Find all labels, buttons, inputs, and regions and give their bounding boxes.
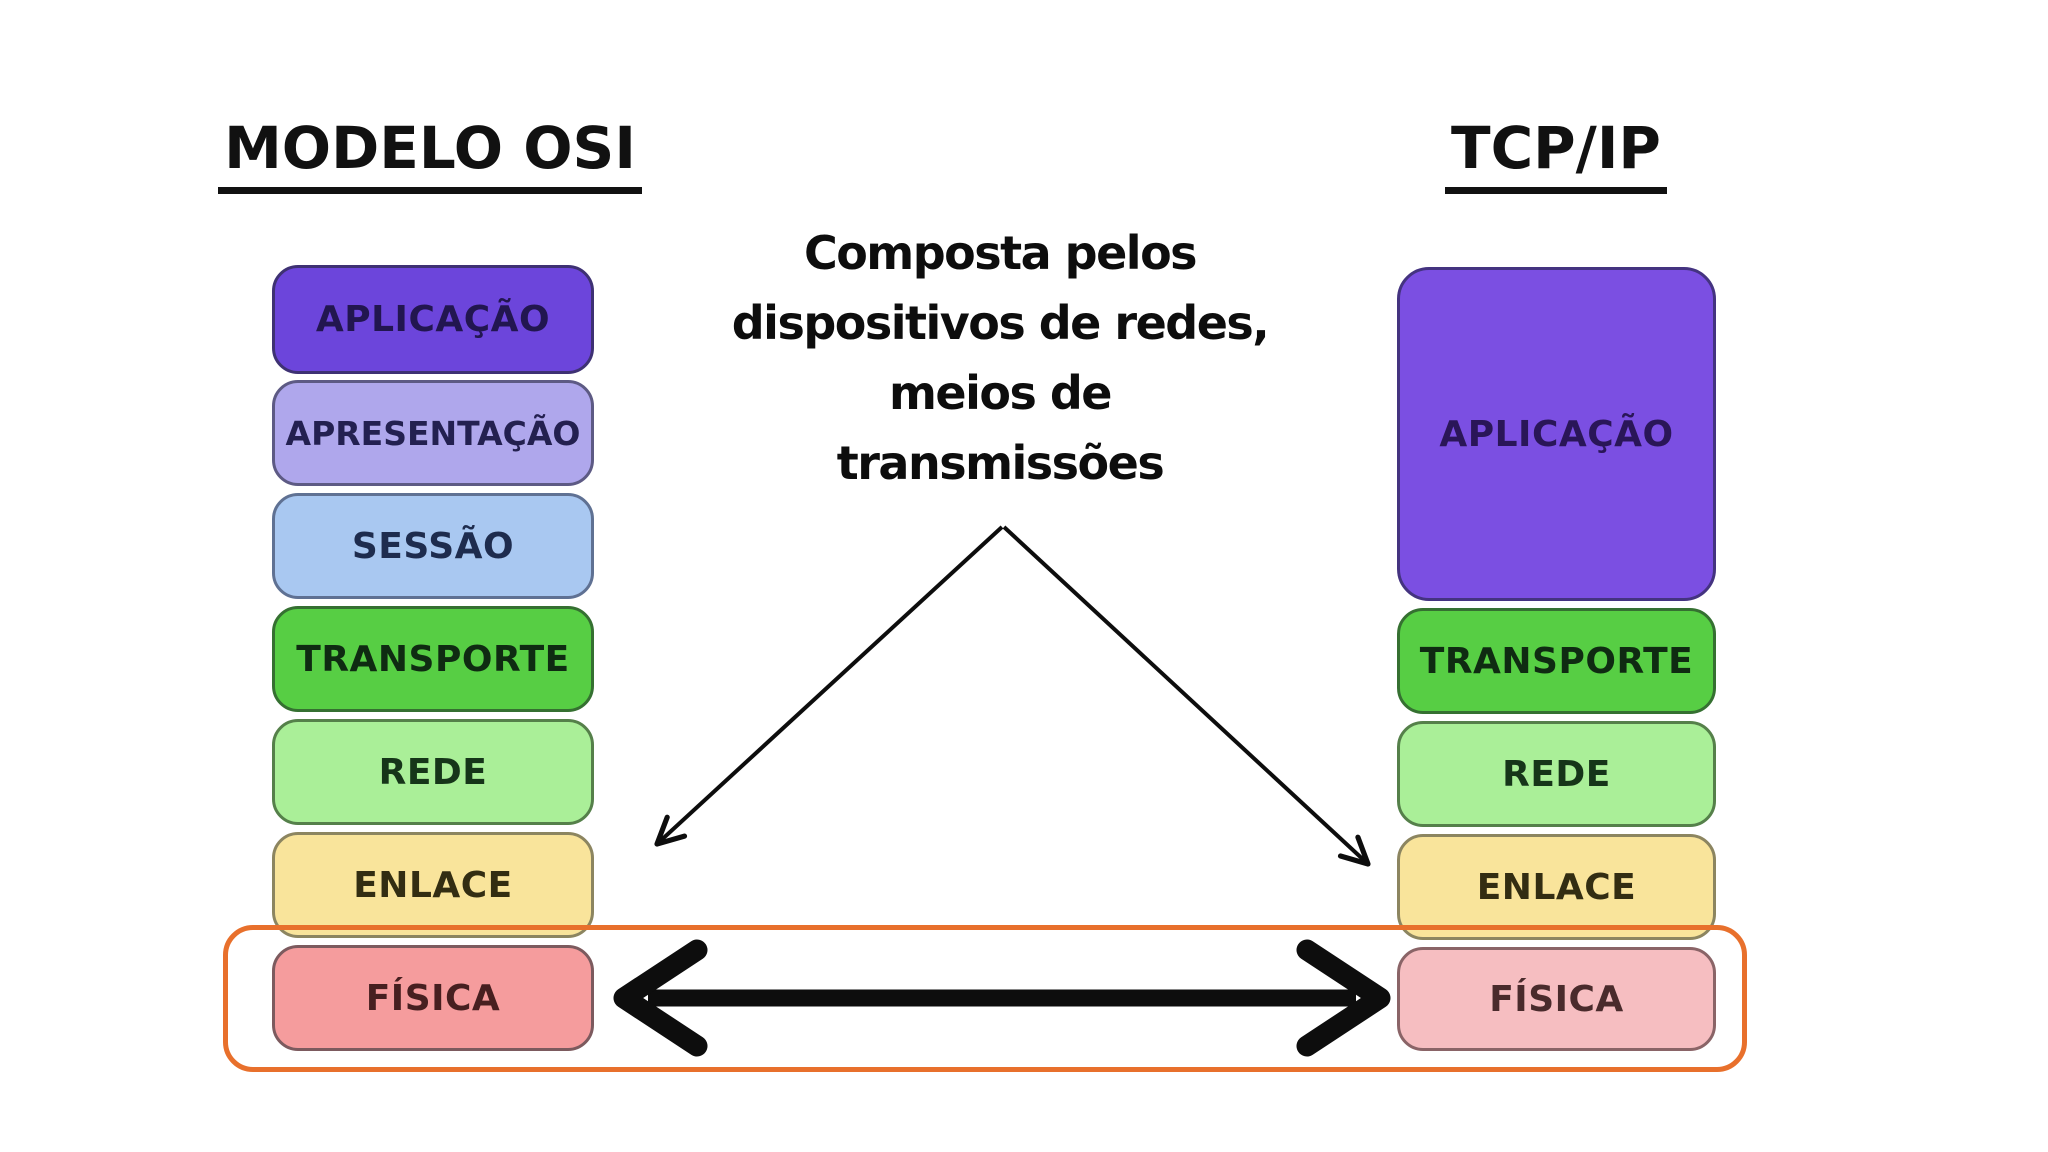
osi-layer-aplicacao-label: APLICAÇÃO <box>315 299 551 340</box>
tcpip-layer-enlace-label: ENLACE <box>1476 866 1637 908</box>
osi-layer-transporte-label: TRANSPORTE <box>296 638 570 680</box>
osi-layer-fisica: FÍSICA <box>272 945 594 1051</box>
osi-layer-transporte: TRANSPORTE <box>272 606 594 712</box>
osi-layer-enlace: ENLACE <box>272 832 594 938</box>
osi-layer-sessao: SESSÃO <box>272 493 594 599</box>
osi-layer-sessao-label: SESSÃO <box>351 525 515 567</box>
osi-layer-apresentacao-label: APRESENTAÇÃO <box>285 413 581 453</box>
osi-title-text: MODELO OSI <box>218 118 642 194</box>
annotation-line: Composta pelos <box>803 226 1198 280</box>
physical-layer-highlight-frame <box>223 925 1747 1072</box>
tcpip-layer-rede-label: REDE <box>1502 753 1611 795</box>
tcpip-layer-enlace: ENLACE <box>1397 834 1716 940</box>
annotation-line: meios de <box>888 366 1113 420</box>
tcpip-layer-fisica: FÍSICA <box>1397 947 1716 1051</box>
annotation-text: Composta pelos dispositivos de redes, me… <box>635 218 1365 498</box>
tcpip-layer-transporte: TRANSPORTE <box>1397 608 1716 714</box>
osi-layer-rede: REDE <box>272 719 594 825</box>
tcpip-title-text: TCP/IP <box>1445 118 1667 194</box>
tcpip-layer-rede: REDE <box>1397 721 1716 827</box>
osi-layer-enlace-label: ENLACE <box>353 864 513 906</box>
osi-layer-fisica-label: FÍSICA <box>365 977 501 1019</box>
osi-layer-apresentacao: APRESENTAÇÃO <box>272 380 594 486</box>
osi-layer-aplicacao: APLICAÇÃO <box>272 265 594 374</box>
tcpip-layer-aplicacao-label: APLICAÇÃO <box>1439 413 1674 455</box>
tcpip-title: TCP/IP <box>1396 118 1716 194</box>
osi-title: MODELO OSI <box>210 118 650 194</box>
annotation-line: transmissões <box>836 436 1165 490</box>
osi-layer-rede-label: REDE <box>378 751 488 793</box>
tcpip-layer-transporte-label: TRANSPORTE <box>1419 640 1694 682</box>
tcpip-layer-fisica-label: FÍSICA <box>1489 978 1624 1020</box>
tcpip-layer-aplicacao: APLICAÇÃO <box>1397 267 1716 601</box>
annotation-pointer-arrow-left <box>654 525 1004 847</box>
annotation-line: dispositivos de redes, <box>731 296 1270 350</box>
annotation-pointer-arrow-right <box>1002 525 1371 867</box>
